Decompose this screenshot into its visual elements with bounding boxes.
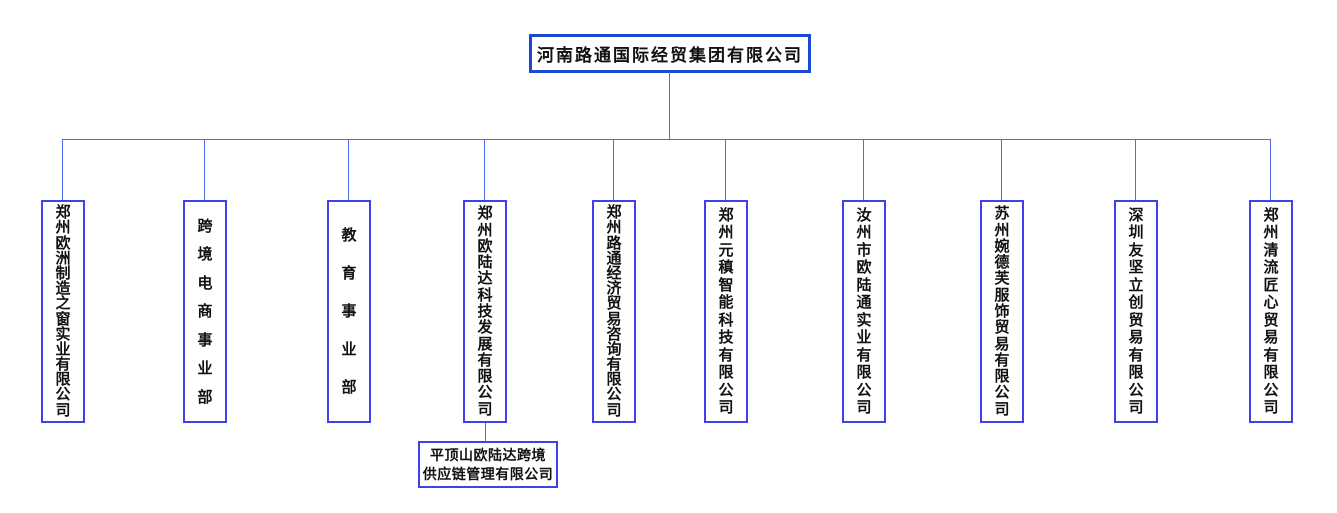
subsidiary-label-10: 郑州清流匠心贸易有限公司: [1263, 206, 1279, 417]
connector-child-10: [1270, 139, 1271, 200]
subsidiary-box-8: 苏州婉德芙服饰贸易有限公司: [980, 200, 1024, 423]
subsidiary-box-10: 郑州清流匠心贸易有限公司: [1249, 200, 1293, 423]
subsidiary-box-6: 郑州元稹智能科技有限公司: [704, 200, 748, 423]
subsidiary-box-4: 郑州欧陆达科技发展有限公司: [463, 200, 507, 423]
connector-child-5: [613, 139, 614, 200]
subsidiary-label-8: 苏州婉德芙服饰贸易有限公司: [994, 205, 1010, 418]
subsidiary-label-5: 郑州路通经济贸易咨询有限公司: [606, 204, 622, 419]
subsidiary-label-6: 郑州元稹智能科技有限公司: [718, 206, 734, 417]
subsidiary-box-7: 汝州市欧陆通实业有限公司: [842, 200, 886, 423]
grandchild-label-line-2: 供应链管理有限公司: [422, 465, 554, 482]
connector-child-6: [725, 139, 726, 200]
connector-child-4: [484, 139, 485, 200]
subsidiary-label-3: 教育事业部: [341, 227, 357, 396]
grandchild-label-line-1: 平顶山欧陆达跨境: [430, 446, 546, 463]
connector-child-3: [348, 139, 349, 200]
subsidiary-label-9: 深圳友坚立创贸易有限公司: [1128, 206, 1144, 417]
subsidiary-label-2: 跨境电商事业部: [197, 217, 213, 406]
subsidiary-box-1: 郑州欧洲制造之窗实业有限公司: [41, 200, 85, 423]
subsidiary-label-7: 汝州市欧陆通实业有限公司: [856, 206, 872, 417]
connector-root-stem: [669, 72, 670, 139]
grandchild-box: 平顶山欧陆达跨境 供应链管理有限公司: [418, 441, 558, 488]
connector-child-1: [62, 139, 63, 200]
connector-horizontal-bar: [62, 139, 1271, 140]
subsidiary-box-5: 郑州路通经济贸易咨询有限公司: [592, 200, 636, 423]
connector-child-8: [1001, 139, 1002, 200]
connector-child-9: [1135, 139, 1136, 200]
subsidiary-label-1: 郑州欧洲制造之窗实业有限公司: [55, 204, 71, 419]
connector-grandchild: [485, 423, 486, 441]
subsidiary-box-9: 深圳友坚立创贸易有限公司: [1114, 200, 1158, 423]
subsidiary-box-2: 跨境电商事业部: [183, 200, 227, 423]
subsidiary-box-3: 教育事业部: [327, 200, 371, 423]
subsidiary-label-4: 郑州欧陆达科技发展有限公司: [477, 205, 493, 418]
root-company-label: 河南路通国际经贸集团有限公司: [537, 46, 803, 65]
connector-child-2: [204, 139, 205, 200]
root-company-box: 河南路通国际经贸集团有限公司: [529, 34, 811, 73]
connector-child-7: [863, 139, 864, 200]
